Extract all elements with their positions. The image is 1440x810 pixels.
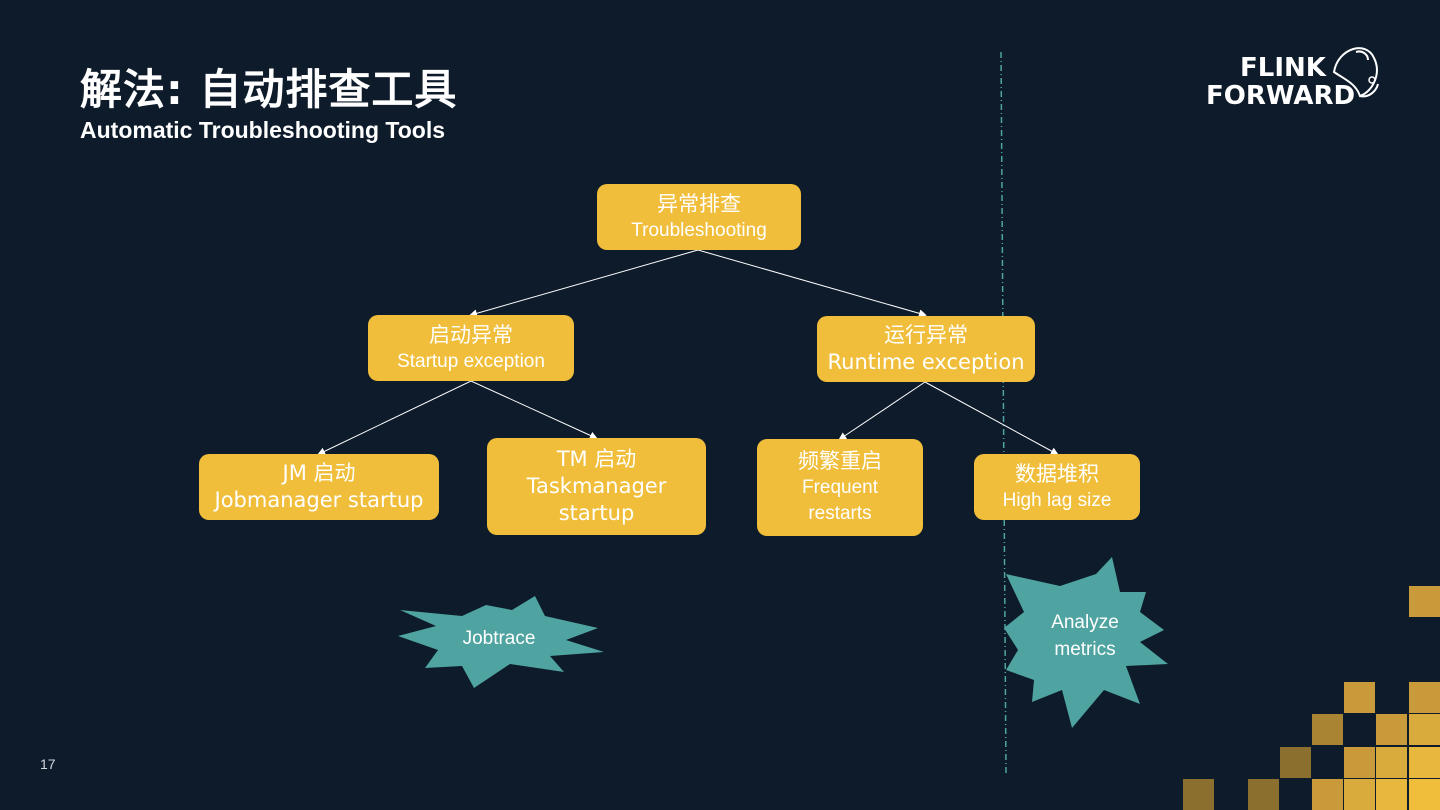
edge-startup-jm (317, 380, 472, 456)
node-tm-startup: TM 启动 Taskmanager startup (487, 438, 706, 535)
node-tm-line3: startup (558, 501, 635, 525)
node-runtime-en: Runtime exception (827, 350, 1025, 374)
logo-line-2: FORWARD (1206, 81, 1356, 111)
analyze-metrics-label: Analyze metrics (1030, 609, 1140, 663)
node-runtime-exception: 运行异常 Runtime exception (817, 316, 1035, 382)
node-runtime-zh: 运行异常 (884, 323, 968, 347)
pixel-decoration (1183, 586, 1440, 810)
edge-runtime-lag (924, 381, 1059, 455)
node-jm-line2: Jobmanager startup (214, 488, 424, 512)
node-restart-zh: 频繁重启 (798, 449, 882, 473)
node-lag-en: High lag size (1002, 489, 1112, 511)
edge-root-runtime (697, 249, 927, 318)
logo-line-1: FLINK (1240, 53, 1326, 83)
jobtrace-label: Jobtrace (462, 628, 536, 649)
analyze-line-1: Analyze (1051, 612, 1119, 633)
node-jm-line1: JM 启动 (282, 461, 356, 485)
squirrel-icon (1332, 47, 1379, 98)
jobtrace-burst (398, 596, 604, 688)
node-startup-zh: 启动异常 (429, 322, 513, 347)
node-high-lag-size: 数据堆积 High lag size (974, 454, 1140, 520)
analyze-line-2: metrics (1054, 639, 1116, 660)
node-startup-exception: 启动异常 Startup exception (368, 315, 574, 381)
divider-line (1000, 51, 1007, 776)
slide-title: 解法: 自动排查工具 (80, 65, 458, 114)
node-frequent-restarts: 频繁重启 Frequent restarts (757, 439, 923, 536)
flink-forward-logo: FLINK FORWARD (1206, 40, 1382, 116)
edge-root-startup (469, 249, 699, 318)
edge-runtime-restart (838, 381, 926, 441)
slide-subtitle: Automatic Troubleshooting Tools (80, 117, 446, 143)
edge-startup-tm (470, 380, 598, 440)
node-troubleshooting-en: Troubleshooting (631, 219, 767, 241)
node-restart-en2: restarts (808, 503, 872, 524)
node-restart-en1: Frequent (801, 477, 879, 498)
node-tm-line1: TM 启动 (556, 447, 637, 471)
node-troubleshooting: 异常排查 Troubleshooting (597, 184, 801, 250)
node-troubleshooting-zh: 异常排查 (657, 191, 741, 216)
page-number: 17 (40, 756, 56, 772)
node-jm-startup: JM 启动 Jobmanager startup (199, 454, 439, 520)
node-lag-zh: 数据堆积 (1015, 461, 1099, 486)
node-tm-line2: Taskmanager (526, 474, 667, 498)
analyze-metrics-burst (1004, 557, 1168, 728)
node-startup-en: Startup exception (397, 350, 545, 372)
